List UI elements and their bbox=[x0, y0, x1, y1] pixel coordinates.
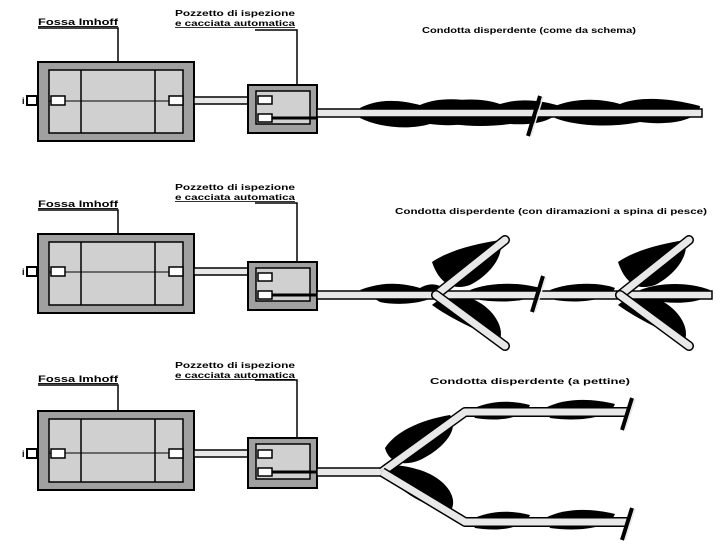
tank-leader-line bbox=[38, 209, 119, 234]
svg-text:i: i bbox=[22, 267, 25, 277]
inspection-pit bbox=[247, 84, 318, 134]
tank-leader-line bbox=[38, 384, 119, 411]
connecting-pipe bbox=[193, 267, 249, 276]
dispersion-trench bbox=[316, 397, 636, 541]
tank-leader-line bbox=[38, 27, 119, 62]
panel-forked: i bbox=[22, 361, 636, 541]
pit-label-line1: Pozzetto di ispezione bbox=[175, 183, 296, 192]
connecting-pipe bbox=[193, 96, 249, 105]
dispersion-trench bbox=[316, 235, 713, 351]
trench-label: Condotta disperdente (come da schema) bbox=[422, 26, 636, 35]
svg-text:i: i bbox=[22, 96, 25, 106]
inspection-pit bbox=[247, 437, 318, 489]
imhoff-tank bbox=[37, 233, 195, 314]
tank-label: Fossa Imhoff bbox=[38, 199, 119, 209]
pit-label-line1: Pozzetto di ispezione bbox=[175, 9, 296, 18]
pit-leader-line bbox=[255, 202, 298, 262]
pit-label-line2: e cacciata automatica bbox=[175, 371, 296, 380]
dispersion-trench bbox=[316, 95, 703, 137]
trench-label: Condotta disperdente (con diramazioni a … bbox=[395, 207, 707, 216]
pit-label-line2: e cacciata automatica bbox=[175, 193, 296, 202]
pit-label-line2: e cacciata automatica bbox=[175, 19, 296, 28]
trench-label: Condotta disperdente (a pettine) bbox=[430, 377, 631, 386]
tank-label: Fossa Imhoff bbox=[38, 374, 119, 384]
imhoff-tank bbox=[37, 410, 195, 491]
pit-leader-line bbox=[255, 29, 298, 85]
pit-leader-line bbox=[255, 379, 298, 438]
tank-label: Fossa Imhoff bbox=[38, 17, 119, 27]
panel-straight: i bbox=[22, 9, 703, 142]
pit-label-line1: Pozzetto di ispezione bbox=[175, 361, 296, 370]
svg-text:i: i bbox=[22, 449, 25, 459]
inspection-pit bbox=[247, 261, 318, 311]
panel-herringbone: i bbox=[22, 183, 713, 351]
connecting-pipe bbox=[193, 449, 249, 458]
imhoff-tank bbox=[37, 61, 195, 142]
